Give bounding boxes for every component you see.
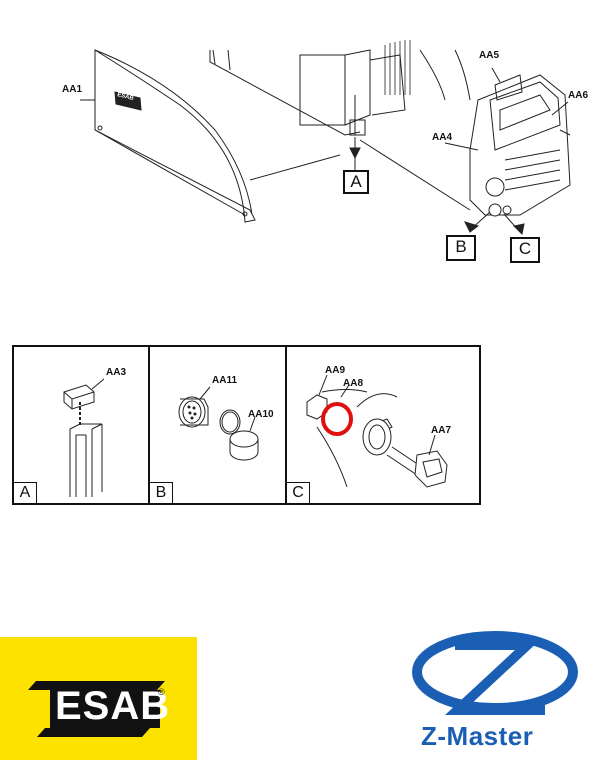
label-aa4: AA4 [432,132,453,143]
front-knob [485,177,505,197]
label-aa6: AA6 [568,90,589,101]
esab-registered-mark: ® [158,687,165,697]
callout-a: A [343,170,369,194]
label-aa1: AA1 [62,84,83,95]
label-aa8: AA8 [343,378,364,389]
label-aa11: AA11 [212,375,238,386]
label-aa9: AA9 [325,365,346,376]
overview-drawing [80,40,571,236]
panel-letter-b: B [150,482,173,503]
highlight-circle [321,402,353,436]
detail-panel-b: AA11 AA10 B [148,345,287,505]
detail-panel-c: AA9 AA8 AA7 C [285,345,481,505]
esab-logo: ESAB ® [0,637,197,760]
label-aa7: AA7 [431,425,452,436]
label-aa10: AA10 [248,409,274,420]
callout-b: B [446,235,476,261]
zmaster-logo-text: Z-Master [421,721,534,751]
panel-letter-c: C [287,482,310,503]
panel-letter-a: A [14,482,37,503]
side-cover-aa1 [94,49,256,223]
transformer-block [299,54,346,126]
esab-logo-text: ESAB [55,684,171,728]
esab-logo-mark [28,681,165,737]
callout-c: C [510,237,540,263]
label-aa3: AA3 [106,367,127,378]
label-aa5: AA5 [479,50,500,61]
detail-panel-a: AA3 A [12,345,150,505]
